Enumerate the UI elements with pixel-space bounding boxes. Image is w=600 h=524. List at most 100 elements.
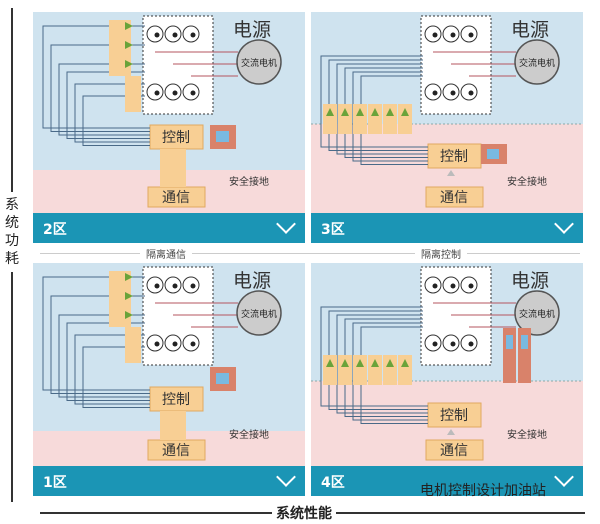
motor-label: 交流电机: [519, 57, 555, 69]
control-block: [149, 124, 204, 150]
ground-label: 安全接地: [507, 175, 547, 188]
zone-header-bar[interactable]: 3区: [311, 213, 583, 243]
arrow-icon: [401, 359, 409, 367]
bidirectional-arrow-icon: [447, 170, 455, 176]
arrow-icon: [356, 108, 364, 116]
chevron-down-icon[interactable]: [276, 214, 296, 234]
zone-header-bar[interactable]: 2区: [33, 213, 305, 243]
transistor-dot: [172, 283, 178, 289]
divider: [40, 253, 580, 254]
transistor-dot: [450, 341, 456, 347]
gate-wire: [42, 276, 150, 391]
control-label: 控制: [440, 149, 468, 165]
comm-block: [425, 186, 484, 208]
arrow-icon: [341, 108, 349, 116]
arrow-icon: [326, 108, 334, 116]
arrow-icon: [326, 359, 334, 367]
transistor-dot: [468, 341, 474, 347]
digital-isolator: [323, 104, 337, 134]
transistor-dot: [432, 341, 438, 347]
chevron-down-icon[interactable]: [276, 467, 296, 487]
panel-zone2: 交流电机电源控制通信安全接地 2区: [33, 12, 305, 243]
transistor-dot: [450, 283, 456, 289]
transistor-dot: [190, 341, 196, 347]
control-block: [149, 386, 204, 412]
gate-wire: [50, 44, 150, 132]
driver-block: [125, 327, 141, 363]
arrow-icon: [401, 108, 409, 116]
ground-label: 安全接地: [229, 428, 269, 441]
digital-isolator: [323, 355, 337, 385]
transistor-dot: [468, 32, 474, 38]
ground-label: 安全接地: [229, 175, 269, 188]
motor-icon: [236, 290, 282, 336]
motor-label: 交流电机: [519, 308, 555, 320]
gate-wire: [320, 306, 428, 407]
arrow-icon: [125, 22, 133, 30]
zone-label: 2区: [43, 222, 67, 238]
digital-isolator: [338, 104, 352, 134]
transistor-dot: [154, 283, 160, 289]
digital-isolator: [338, 355, 352, 385]
comm-isolator: [160, 411, 186, 440]
transistor-dot: [450, 90, 456, 96]
sensor-amp: [216, 373, 229, 384]
sensor-amp: [521, 335, 528, 349]
gate-wire: [74, 83, 150, 143]
transistor-dot: [468, 90, 474, 96]
digital-isolator: [353, 104, 367, 134]
transistor-dot: [432, 283, 438, 289]
gate-wire: [58, 314, 150, 398]
transistor-dot: [432, 90, 438, 96]
comm-label: 通信: [162, 443, 190, 459]
arrow-icon: [371, 359, 379, 367]
sensor-amp: [216, 131, 229, 142]
gate-wire: [66, 71, 150, 139]
ground-label: 安全接地: [507, 428, 547, 441]
zone-header-bar[interactable]: 1区: [33, 466, 305, 496]
control-label: 控制: [162, 130, 190, 146]
arrow-icon: [125, 41, 133, 49]
zone-header-bar[interactable]: 4区: [311, 466, 583, 496]
gate-wire: [42, 25, 150, 129]
transistor-dot: [154, 32, 160, 38]
driver-block: [125, 76, 141, 112]
arrow-icon: [341, 359, 349, 367]
separator-right-label: 隔离控制: [415, 246, 467, 261]
comm-block: [425, 439, 484, 461]
digital-isolator: [368, 104, 382, 134]
motor-label: 交流电机: [241, 57, 277, 69]
motor-icon: [514, 39, 560, 85]
motor-icon: [514, 290, 560, 336]
separator-left-label: 隔离通信: [140, 246, 192, 261]
zone-label: 3区: [321, 222, 345, 238]
motor-label: 交流电机: [241, 308, 277, 320]
transistor-dot: [172, 32, 178, 38]
arrow-icon: [125, 273, 133, 281]
comm-label: 通信: [440, 190, 468, 206]
comm-label: 通信: [440, 443, 468, 459]
gate-wire: [320, 55, 428, 148]
power-label: 电源: [511, 270, 549, 292]
arrow-icon: [125, 311, 133, 319]
transistor-dot: [190, 90, 196, 96]
sensor-amp: [506, 335, 513, 349]
chevron-down-icon[interactable]: [554, 467, 574, 487]
transistor-dot: [172, 90, 178, 96]
power-label: 电源: [511, 19, 549, 41]
bidirectional-arrow-icon: [447, 429, 455, 435]
gate-wire: [74, 334, 150, 405]
comm-isolator: [160, 149, 186, 187]
chevron-down-icon[interactable]: [554, 214, 574, 234]
transistor-dot: [154, 341, 160, 347]
digital-isolator: [383, 104, 397, 134]
y-axis-arrow-bottom: [11, 272, 13, 502]
digital-isolator: [398, 355, 412, 385]
transistor-dot: [154, 90, 160, 96]
transistor-dot: [190, 32, 196, 38]
transistor-dot: [468, 283, 474, 289]
motor-icon: [236, 39, 282, 85]
